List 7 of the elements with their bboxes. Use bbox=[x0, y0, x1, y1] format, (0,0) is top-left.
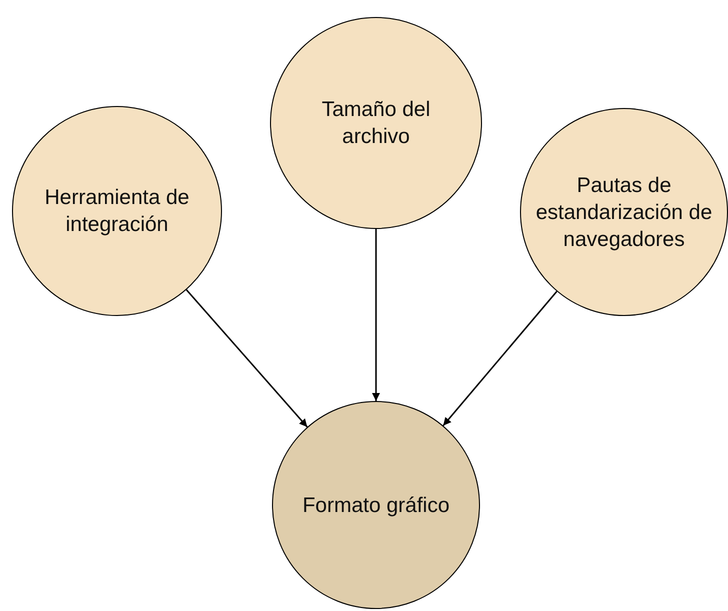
arrow bbox=[372, 229, 380, 401]
arrow bbox=[442, 290, 558, 426]
node-label: Tamaño del archivo bbox=[320, 97, 432, 150]
arrow bbox=[186, 289, 308, 428]
node-label: Pautas de estandarización de navegadores bbox=[534, 172, 714, 252]
node-label: Herramienta de integración bbox=[44, 185, 190, 238]
node-label: Formato gráfico bbox=[301, 492, 451, 518]
